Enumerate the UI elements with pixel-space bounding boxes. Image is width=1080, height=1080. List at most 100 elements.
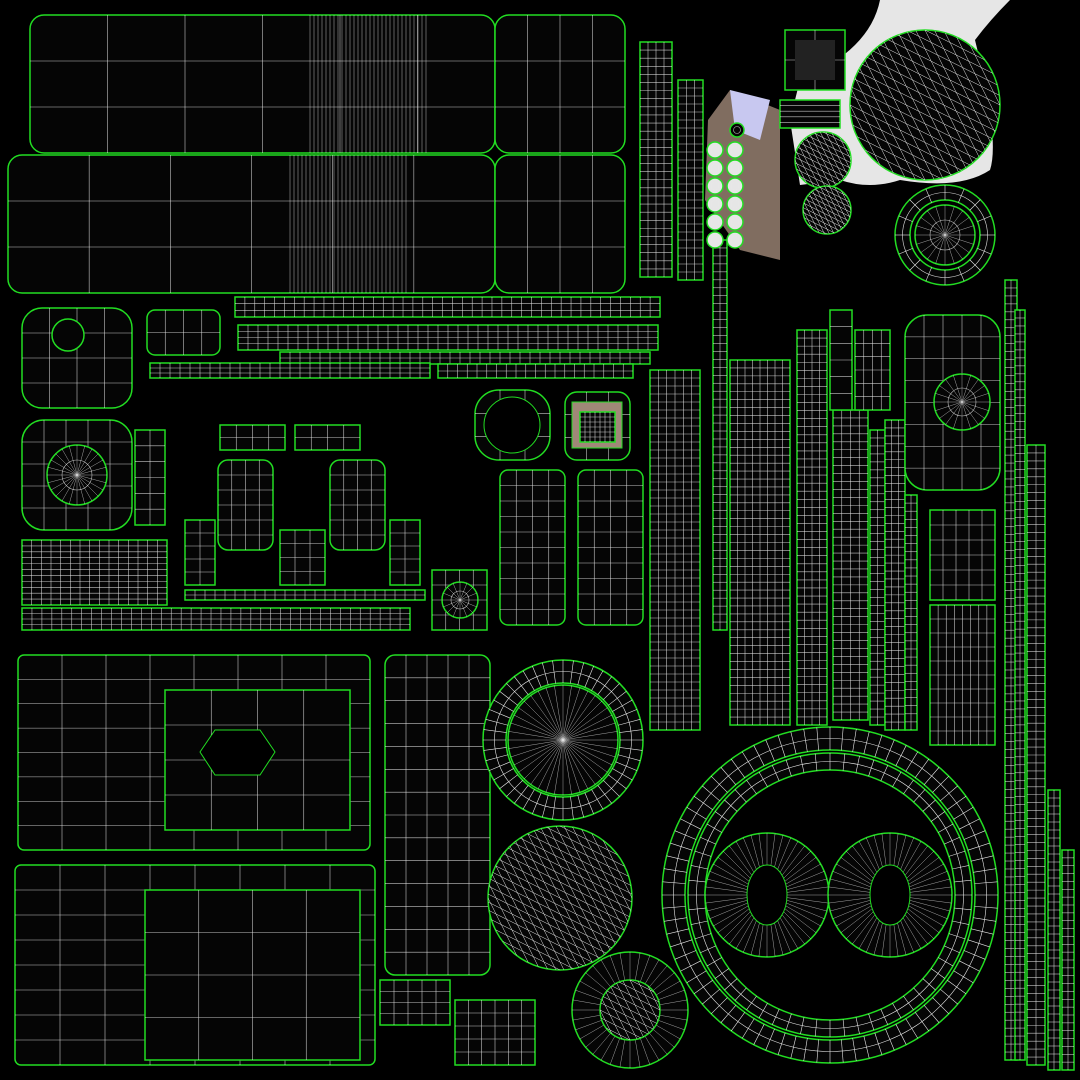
strip xyxy=(1026,444,1046,1066)
strip xyxy=(649,369,701,731)
seat-part-1 xyxy=(217,459,274,551)
wire-line xyxy=(896,30,973,180)
square-part-hub xyxy=(441,581,479,619)
button-grid-item xyxy=(706,177,724,195)
wire-line xyxy=(803,216,851,234)
seat-top-1 xyxy=(219,424,286,451)
wire-line xyxy=(831,132,851,188)
wire-line xyxy=(530,739,564,785)
part-hex xyxy=(146,309,221,356)
wire-line xyxy=(562,687,581,741)
wire-line xyxy=(562,739,603,780)
ring-oct-hole xyxy=(483,396,541,454)
seat-part-2 xyxy=(329,459,386,551)
cross-part-1 xyxy=(379,979,451,1026)
wire-line xyxy=(488,877,632,951)
wire-line xyxy=(644,980,660,1040)
wire-line xyxy=(814,186,840,234)
wire-line xyxy=(850,76,1000,153)
strip-h xyxy=(279,351,651,365)
wire-ring xyxy=(710,145,720,155)
button-grid-item xyxy=(726,177,744,195)
disc-bottom-core xyxy=(599,979,661,1041)
wire-line xyxy=(915,30,991,180)
wire-line xyxy=(562,739,613,766)
strip xyxy=(904,494,918,731)
button-grid-item xyxy=(706,141,724,159)
strip xyxy=(639,41,673,278)
part-small-strip xyxy=(134,429,166,526)
chip-fill xyxy=(795,40,835,80)
wire-line xyxy=(545,739,564,793)
wire-line xyxy=(850,132,1000,180)
wire-line xyxy=(537,690,564,741)
wire-line xyxy=(562,685,572,741)
strip-h xyxy=(149,362,431,379)
strip-h xyxy=(237,324,659,351)
wire-line xyxy=(595,826,632,970)
block-1 xyxy=(929,509,996,601)
wire-line xyxy=(952,30,1000,180)
strip xyxy=(729,359,791,726)
strip xyxy=(869,429,886,726)
wire-ring xyxy=(730,181,740,191)
strip xyxy=(677,79,704,281)
pointer-part-2 xyxy=(854,329,891,411)
dome-bottom xyxy=(487,825,633,971)
wire-line xyxy=(637,980,660,1040)
wire-ring xyxy=(710,217,720,227)
wire-line xyxy=(488,909,632,970)
wire-ring xyxy=(730,163,740,173)
dome-small xyxy=(794,131,852,189)
strip-h xyxy=(437,363,634,379)
wire-line xyxy=(562,739,581,793)
strip xyxy=(832,409,869,721)
wire-line xyxy=(607,980,638,1040)
wire-ring xyxy=(730,199,740,209)
wire-line xyxy=(545,687,564,741)
wire-line xyxy=(537,739,564,790)
wire-line xyxy=(562,695,596,741)
island-outline xyxy=(706,213,724,231)
wire-ring xyxy=(710,181,720,191)
wire-line xyxy=(859,30,935,180)
wire-line xyxy=(523,826,597,970)
wire-line xyxy=(562,690,589,741)
wire-line xyxy=(518,739,564,773)
wire-ring xyxy=(710,199,720,209)
wire-line xyxy=(508,739,564,749)
wire-line xyxy=(523,700,564,741)
strip xyxy=(884,419,906,731)
wire-line xyxy=(562,739,572,795)
grid xyxy=(803,186,851,234)
panel-top-2 xyxy=(7,154,496,294)
wire-line xyxy=(838,186,851,234)
island-outline xyxy=(706,195,724,213)
wire-line xyxy=(808,132,838,188)
island-outline xyxy=(726,141,744,159)
wire-line xyxy=(833,186,851,234)
wire-ring xyxy=(730,145,740,155)
strip-h xyxy=(21,539,168,606)
island-outline xyxy=(677,79,704,281)
button-grid-item xyxy=(706,159,724,177)
wire-line xyxy=(962,30,1000,180)
wire-line xyxy=(803,207,851,232)
wire-line xyxy=(795,156,851,186)
wire-line xyxy=(850,30,898,180)
wire-line xyxy=(530,695,564,741)
wire-line xyxy=(943,30,1000,180)
wire-ring xyxy=(61,459,93,491)
wire-line xyxy=(877,30,954,180)
strip xyxy=(1047,789,1061,1071)
island-outline xyxy=(234,296,661,318)
wire-line xyxy=(562,739,596,785)
grid xyxy=(600,980,660,1040)
block-2 xyxy=(929,604,996,746)
wire-line xyxy=(795,173,851,188)
island-outline xyxy=(726,213,744,231)
island-outline xyxy=(51,318,85,352)
island-outline xyxy=(884,419,906,731)
wire-ring xyxy=(902,192,988,278)
wire-line xyxy=(488,925,632,970)
